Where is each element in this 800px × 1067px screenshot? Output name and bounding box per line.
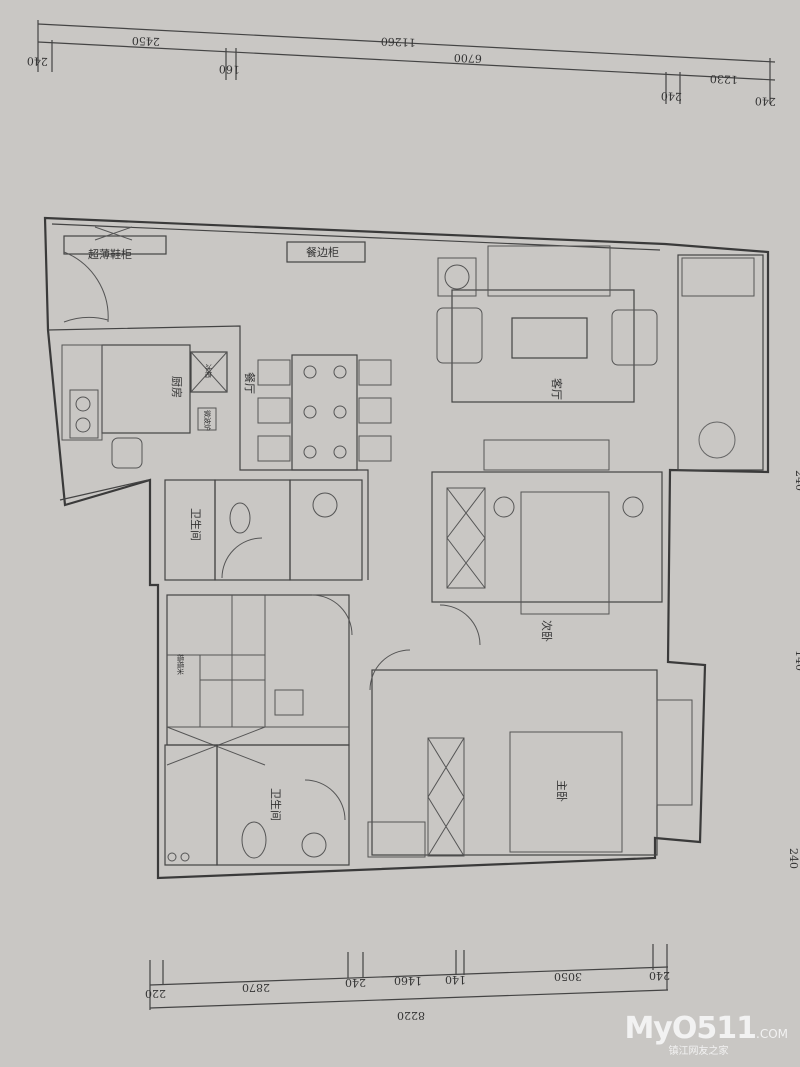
label-tatami: 榻榻米 (176, 654, 185, 675)
label-bathroom-2: 卫生间 (269, 788, 283, 821)
watermark-subtitle: 镇江网友之家 (668, 1046, 729, 1057)
dim-bottom-seg: 2870 (242, 981, 270, 994)
dim-top-seg: 240 (27, 54, 48, 68)
label-fridge: 冰箱 (204, 364, 213, 378)
coffee-table (511, 317, 588, 359)
dim-bottom-seg: 140 (445, 973, 466, 986)
dim-top-seg: 1230 (710, 72, 738, 86)
dim-bottom-total: 8220 (397, 1009, 425, 1022)
top-dimension: 11260 240 2450 160 6700 240 1230 240 (27, 20, 776, 108)
dim-top-seg: 2450 (132, 34, 160, 48)
label-second-bedroom: 次卧 (540, 620, 554, 642)
watermark-logo: MyO511 (624, 1011, 757, 1046)
shoe-cabinet (63, 235, 167, 255)
label-living: 客厅 (550, 378, 564, 400)
label-sideboard: 餐边柜 (306, 245, 339, 259)
dim-bottom-seg: 3050 (554, 970, 582, 983)
sideboard (286, 241, 366, 263)
dim-top-seg: 240 (661, 89, 682, 103)
watermark: MyO511.COM 镇江网友之家 (624, 1011, 788, 1057)
dining-table (291, 354, 358, 471)
dim-top-seg: 240 (755, 94, 776, 108)
label-kitchen: 厨房 (170, 376, 183, 398)
dim-top-seg: 6700 (454, 51, 482, 65)
master-bedroom (371, 669, 658, 856)
fridge (190, 351, 228, 393)
dim-right: 140 (793, 650, 800, 671)
dim-bottom-seg: 220 (145, 987, 166, 1000)
watermark-domain: .COM (756, 1027, 788, 1041)
dim-bottom-seg: 240 (649, 969, 670, 982)
living-rug (451, 289, 635, 403)
outer-wall (43, 216, 770, 880)
balcony (677, 254, 764, 471)
dim-bottom-seg: 240 (345, 976, 366, 989)
dim-right: 240 (787, 848, 800, 869)
dim-right: 240 (793, 470, 800, 491)
dim-top-total: 11260 (381, 35, 416, 49)
dim-top-seg: 160 (219, 62, 240, 76)
label-master-bedroom: 主卧 (555, 780, 568, 802)
second-bedroom (431, 471, 663, 603)
label-dining: 餐厅 (243, 372, 257, 394)
right-dimension: 240 140 240 (787, 470, 800, 869)
label-bathroom-1: 卫生间 (189, 508, 203, 541)
tatami-room (166, 594, 350, 746)
sofa (487, 245, 611, 297)
dim-bottom-seg: 1460 (394, 974, 422, 987)
bottom-dimension: 220 2870 240 1460 140 3050 240 8220 (145, 944, 670, 1022)
label-microwave: 微波炉 (203, 410, 212, 431)
label-shoe-cabinet: 超薄鞋柜 (88, 247, 132, 261)
